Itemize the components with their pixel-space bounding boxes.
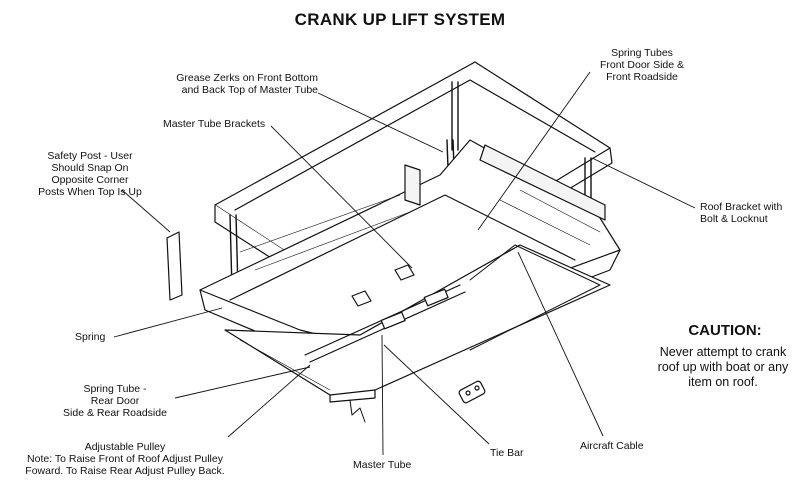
- label-roof-bracket: Roof Bracket with Bolt & Locknut: [700, 201, 783, 225]
- tie-bar-drawing: [458, 380, 486, 404]
- label-safety-post: Safety Post - User Should Snap On Opposi…: [38, 150, 142, 198]
- label-spring-tubes-front: Spring Tubes Front Door Side & Front Roa…: [599, 47, 685, 83]
- safety-post-drawing: [166, 231, 183, 301]
- label-grease-zerks: Grease Zerks on Front Bottom and Back To…: [176, 72, 318, 96]
- caution-title: CAUTION:: [688, 322, 762, 339]
- caution-text: Never attempt to crank roof up with boat…: [657, 345, 789, 389]
- aircraft-cable-drawing: [469, 244, 601, 351]
- label-master-tube-brackets: Master Tube Brackets: [163, 118, 266, 130]
- label-master-tube: Master Tube: [353, 459, 412, 471]
- label-spring-tube-rear: Spring Tube - Rear Door Side & Rear Road…: [63, 383, 167, 419]
- leader-lines: [113, 71, 696, 456]
- master-tube-drawing: [304, 284, 466, 363]
- label-aircraft-cable: Aircraft Cable: [580, 440, 644, 452]
- camper-body: [199, 139, 621, 366]
- label-tie-bar: Tie Bar: [490, 447, 524, 459]
- diagram-title: CRANK UP LIFT SYSTEM: [294, 10, 506, 29]
- label-adjustable-pulley: Adjustable Pulley Note: To Raise Front o…: [25, 441, 225, 477]
- master-tube-brackets-drawing: [351, 264, 415, 307]
- label-spring: Spring: [75, 331, 106, 343]
